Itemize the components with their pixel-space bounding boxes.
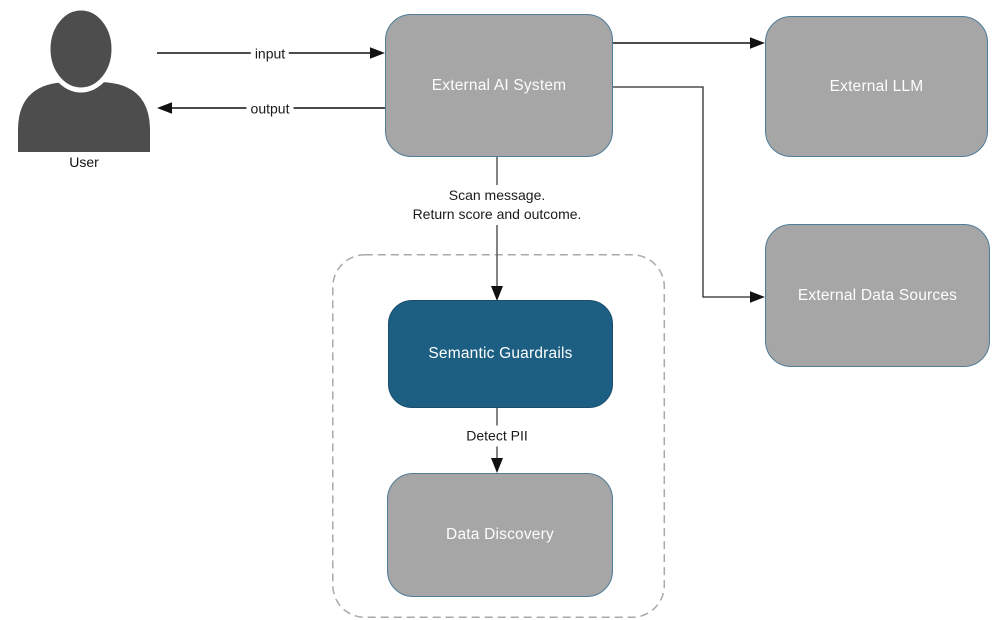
edge-ai-to-data-sources	[613, 86, 765, 303]
node-external-llm-label: External LLM	[829, 77, 924, 95]
node-data-discovery: Data Discovery	[387, 473, 613, 597]
node-external-data-sources: External Data Sources	[765, 224, 990, 367]
node-external-ai-system-label: External AI System	[431, 76, 567, 94]
node-user: User	[14, 6, 154, 174]
guardrails-group-dashed-container	[332, 254, 666, 619]
edge-label-scan-line1: Scan message.	[448, 187, 546, 203]
edge-label-scan-message: Scan message. Return score and outcome.	[408, 185, 586, 225]
edge-label-input: input	[250, 43, 290, 65]
edge-label-detect-pii: Detect PII	[462, 425, 532, 447]
user-icon	[18, 6, 150, 152]
node-data-discovery-label: Data Discovery	[446, 526, 554, 543]
edge-label-output: output	[246, 98, 294, 120]
node-semantic-guardrails-label: Semantic Guardrails	[428, 345, 573, 362]
node-external-llm: External LLM	[765, 16, 988, 157]
node-semantic-guardrails: Semantic Guardrails	[388, 300, 613, 408]
edge-ai-to-guardrails	[491, 157, 503, 301]
node-external-data-sources-label: External Data Sources	[797, 286, 958, 304]
edge-label-scan-line2: Return score and outcome.	[412, 206, 582, 222]
edge-ai-to-llm	[613, 37, 765, 49]
node-external-ai-system: External AI System	[385, 14, 613, 157]
user-label: User	[69, 154, 99, 170]
